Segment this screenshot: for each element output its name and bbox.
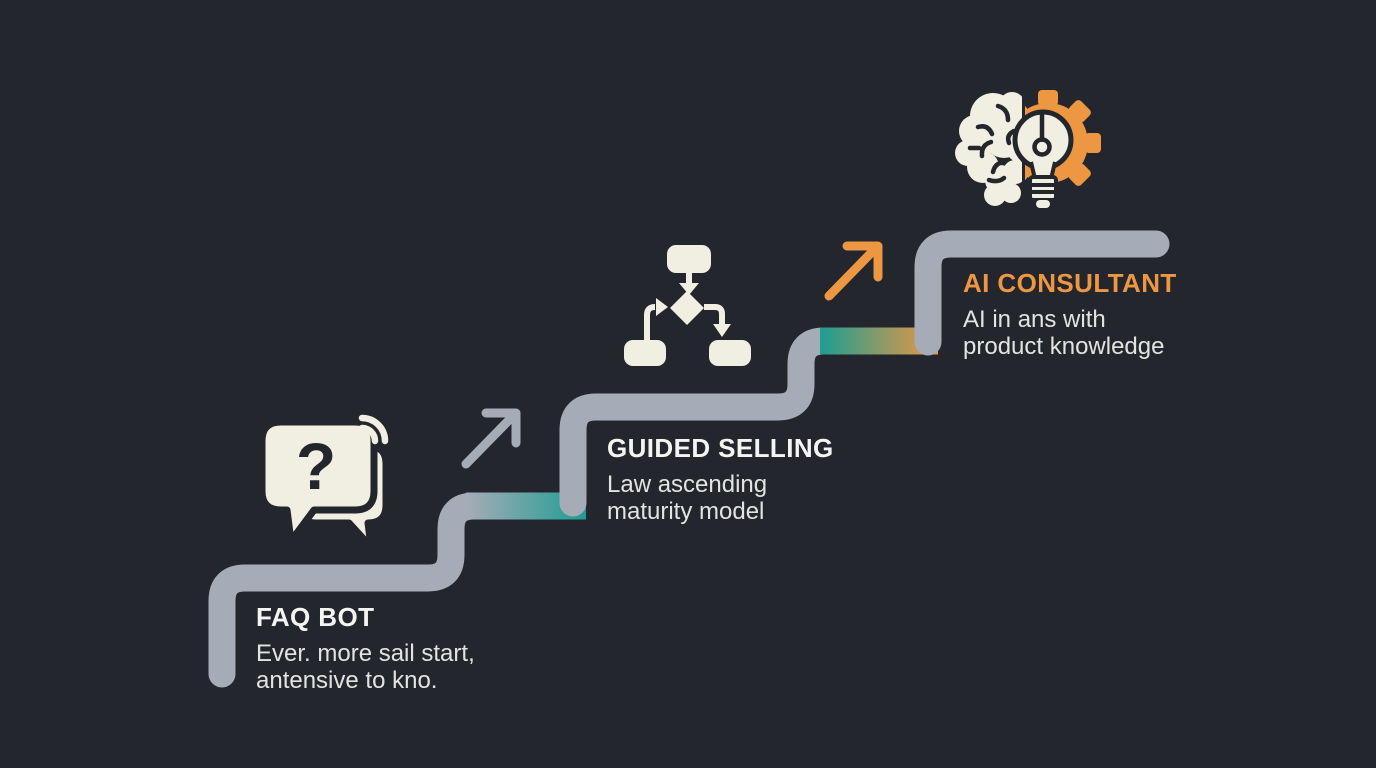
wifi-arc-large <box>358 414 389 445</box>
staircase-path <box>208 230 1170 688</box>
arrow-up-right-icon <box>824 241 883 301</box>
flowchart-right-arrowhead <box>713 324 731 337</box>
stage-faq-bot: FAQ BOT Ever. more sail start, antensive… <box>256 602 475 694</box>
wifi-dot <box>357 436 367 446</box>
flowchart-down-arrowhead <box>679 283 699 295</box>
stage-subtitle: Ever. more sail start, antensive to kno. <box>256 640 475 694</box>
subtitle-line: maturity model <box>607 497 765 525</box>
stair-segment-3 <box>914 230 1170 356</box>
subtitle-line: AI in ans with <box>963 305 1106 333</box>
flowchart-right-node <box>709 340 751 366</box>
wifi-signal-icon <box>357 414 389 446</box>
arrow-shaft <box>824 247 877 301</box>
brain-gear-icon <box>955 90 1101 208</box>
flowchart-icon <box>624 245 751 366</box>
chat-question-icon: ? <box>258 414 390 551</box>
subtitle-line: antensive to kno. <box>256 666 438 694</box>
bulb-base <box>1028 175 1058 202</box>
stage-title: GUIDED SELLING <box>607 433 834 463</box>
flowchart-left-connector <box>644 304 656 340</box>
arrow-shaft <box>461 414 515 469</box>
flowchart-diamond <box>670 291 704 325</box>
flowchart-top-node <box>667 245 711 273</box>
brain-fold-lines <box>967 103 1017 184</box>
arrow-head <box>842 241 883 282</box>
stage-subtitle: Law ascending maturity model <box>607 471 834 525</box>
stage-title: AI CONSULTANT <box>963 268 1177 298</box>
flowchart-right-connector <box>704 304 725 327</box>
subtitle-line: product knowledge <box>963 332 1165 360</box>
bulb-base-stripes <box>1030 183 1056 194</box>
bulb-neck <box>1031 162 1055 178</box>
stage-ai-consultant: AI CONSULTANT AI in ans with product kno… <box>963 268 1177 360</box>
stage-subtitle: AI in ans with product knowledge <box>963 306 1177 360</box>
stair-segment-1 <box>208 492 498 688</box>
arrow-head <box>481 408 521 448</box>
question-mark: ? <box>296 429 336 503</box>
arrow-up-right-icon <box>461 408 521 469</box>
flowchart-left-arrowhead <box>656 298 668 316</box>
wifi-arc-small <box>358 424 379 445</box>
stage-guided-selling: GUIDED SELLING Law ascending maturity mo… <box>607 433 834 525</box>
stair-segment-2 <box>559 327 846 517</box>
flowchart-left-node <box>624 340 666 366</box>
stage-title: FAQ BOT <box>256 602 375 632</box>
subtitle-line: Ever. more sail start, <box>256 639 475 667</box>
bulb-tip <box>1036 200 1050 208</box>
lightbulb-icon <box>1012 109 1074 208</box>
subtitle-line: Law ascending <box>607 470 768 498</box>
